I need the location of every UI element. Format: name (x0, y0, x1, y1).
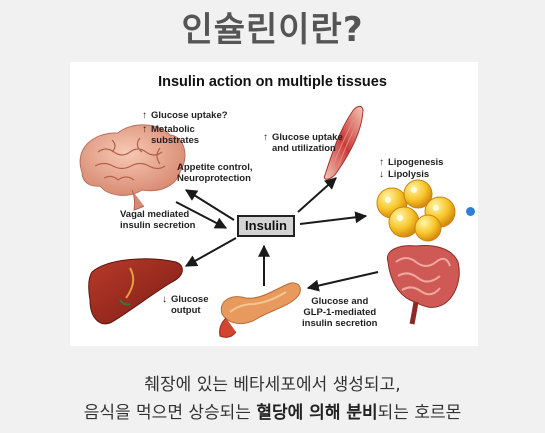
arrow-to-liver (184, 237, 237, 267)
caption-emphasis: 혈당에 의해 분비 (256, 403, 378, 423)
fat-cells-icon (376, 179, 456, 242)
arrow-from-brain (175, 201, 228, 229)
up-arrow-icon: ↑ (379, 157, 384, 168)
diagram-title: Insulin action on multiple tissues (158, 74, 387, 90)
page-title: 인슐린이란? (181, 10, 364, 50)
blue-dot-icon (466, 207, 475, 216)
arrow-to-muscle (297, 177, 337, 213)
muscle-label: ↑Glucose uptake and utilization (263, 132, 343, 154)
arrow-from-gut (306, 271, 379, 292)
brain-icon (79, 124, 186, 211)
insulin-box: Insulin (237, 215, 295, 237)
down-arrow-icon: ↓ (162, 294, 167, 305)
up-arrow-icon: ↑ (263, 132, 268, 143)
liver-label: ↓Glucose output (162, 294, 209, 316)
intestine-icon (386, 245, 460, 325)
arrow-to-fat (299, 211, 368, 225)
down-arrow-icon: ↓ (379, 168, 384, 180)
brain-glucose-uptake-label: ↑Glucose uptake? (142, 110, 228, 121)
liver-icon (88, 258, 183, 325)
fat-label: ↑Lipogenesis ↓Lipolysis (379, 157, 444, 180)
arrow-to-brain (184, 189, 235, 221)
pancreas-icon (219, 282, 301, 338)
caption-line-2: 음식을 먹으면 상승되는 혈당에 의해 분비되는 호르몬 (83, 403, 462, 423)
brain-appetite-label: Appetite control, Neuroprotection (177, 162, 253, 184)
up-arrow-icon: ↑ (142, 110, 147, 121)
muscle-icon (323, 105, 364, 180)
gut-label: Glucose and GLP-1-mediated insulin secre… (302, 296, 378, 329)
caption-line-1: 췌장에 있는 베타세포에서 생성되고, (144, 375, 401, 395)
vagal-secretion-label: Vagal mediated insulin secretion (120, 209, 196, 231)
brain-metabolic-label: ↑Metabolic substrates (142, 124, 200, 146)
up-arrow-icon: ↑ (142, 124, 147, 135)
